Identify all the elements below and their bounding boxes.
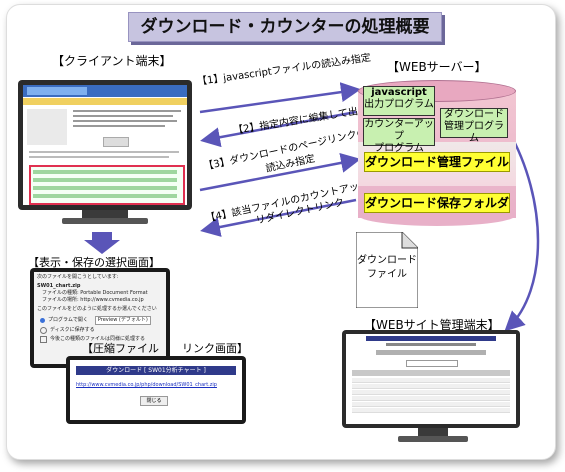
download-file-document: ダウンロード ファイル (356, 232, 418, 308)
counter-up-program: カウンターアップ プログラム (363, 118, 435, 154)
link-page-header: ダウンロード [ SW01分析チャート ] (76, 366, 236, 375)
admin-monitor (342, 330, 520, 428)
client-monitor (18, 80, 192, 210)
client-monitor-stand (82, 210, 128, 218)
select-screen-label: 【表示・保存の選択画面】 (28, 256, 160, 269)
link-screen-monitor: ダウンロード [ SW01分析チャート ] http://www.cvmedia… (66, 356, 246, 424)
dialog-source: ファイルの場所: http://www.cvmedia.co.jp (42, 297, 144, 303)
js-output-program: javascript 出力プログラム (363, 86, 435, 116)
open-with-label: プログラムで開く (48, 317, 88, 323)
dialog-question: 次のファイルを開こうとしています: (37, 274, 119, 280)
download-storage-folder: ダウンロード保存フォルダ (364, 193, 510, 213)
save-radio[interactable] (40, 327, 47, 334)
admin-label: 【WEBサイト管理端末】 (364, 318, 500, 332)
open-with-radio[interactable] (40, 318, 45, 323)
remember-checkbox[interactable] (40, 336, 47, 343)
arrow-step3 (199, 153, 361, 192)
client-label: 【クライアント端末】 (52, 54, 172, 68)
download-manager-program: ダウンロード 管理プログラム (440, 108, 508, 144)
app-select[interactable]: Preview (デフォルト) (94, 316, 151, 325)
client-screen (23, 85, 187, 205)
dialog-prompt: このファイルをどのように処理するか選んでください (37, 306, 157, 312)
server-label: 【WEBサーバー】 (387, 60, 487, 74)
select-screen-monitor: 次のファイルを開こうとしています: SW01_chart.zip ファイルの種類… (30, 268, 170, 368)
arrow-down-to-select (84, 232, 120, 254)
admin-monitor-stand (418, 428, 448, 436)
remember-label: 今後この種類のファイルは同様に処理する (50, 336, 146, 342)
compress-label: 【圧縮ファイル (82, 342, 159, 355)
dialog-type: ファイルの種類: Portable Document Format (42, 290, 148, 296)
save-label: ディスクに保存する (50, 327, 95, 333)
arrow-step4 (200, 198, 357, 237)
document-label-line1: ダウンロード (357, 255, 417, 266)
arrow-to-admin (504, 129, 540, 332)
admin-monitor-base (398, 436, 468, 442)
arrow-step1 (199, 82, 361, 114)
download-manager-file: ダウンロード管理ファイル (364, 152, 510, 172)
dialog-filename: SW01_chart.zip (37, 283, 81, 289)
client-monitor-base (62, 218, 148, 224)
document-label-line2: ファイル (367, 269, 407, 280)
arrow-step2 (200, 110, 357, 148)
diagram-title: ダウンロード・カウンターの処理概要 (128, 12, 442, 42)
close-button[interactable]: 閉じる (140, 396, 168, 406)
compress-label-2: リンク画面】 (182, 342, 248, 355)
link-page-url[interactable]: http://www.cvmedia.co.jp/php/download/SW… (76, 382, 217, 388)
